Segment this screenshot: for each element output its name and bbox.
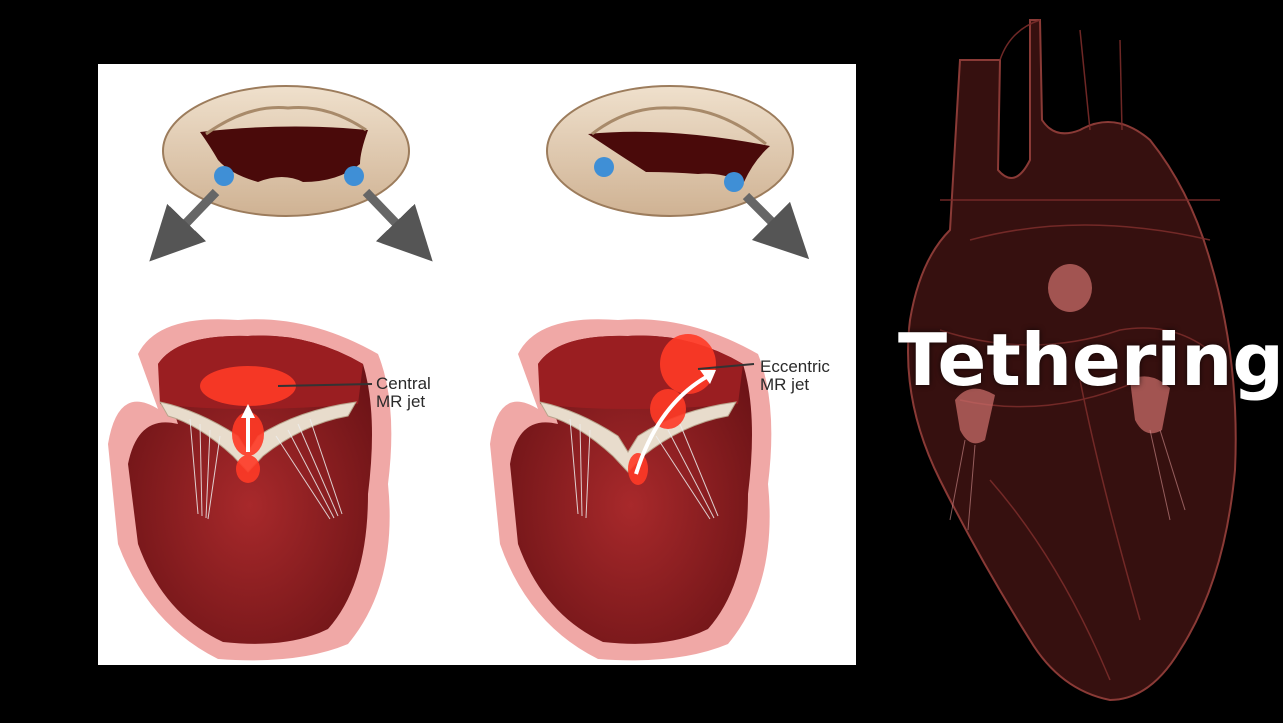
valve-illustration — [98, 64, 856, 665]
heart-cutaway-right — [490, 319, 771, 660]
papillary-marker-left — [214, 166, 234, 186]
callout-eccentric-mr-jet: Eccentric MR jet — [760, 358, 830, 394]
illustration-panel: Central MR jet Eccentric MR jet — [98, 64, 856, 665]
papillary-marker-left — [594, 157, 614, 177]
callout-central-mr-jet: Central MR jet — [376, 375, 431, 411]
valve-top-view-right — [547, 86, 793, 240]
papillary-marker-right — [724, 172, 744, 192]
valve-top-view-left — [163, 86, 414, 242]
heart-cutaway-left — [108, 319, 391, 660]
papillary-marker-right — [344, 166, 364, 186]
tether-arrow — [168, 192, 216, 242]
tether-arrow — [366, 192, 414, 242]
tether-arrow — [746, 196, 790, 240]
slide-title: Tethering — [898, 318, 1283, 402]
